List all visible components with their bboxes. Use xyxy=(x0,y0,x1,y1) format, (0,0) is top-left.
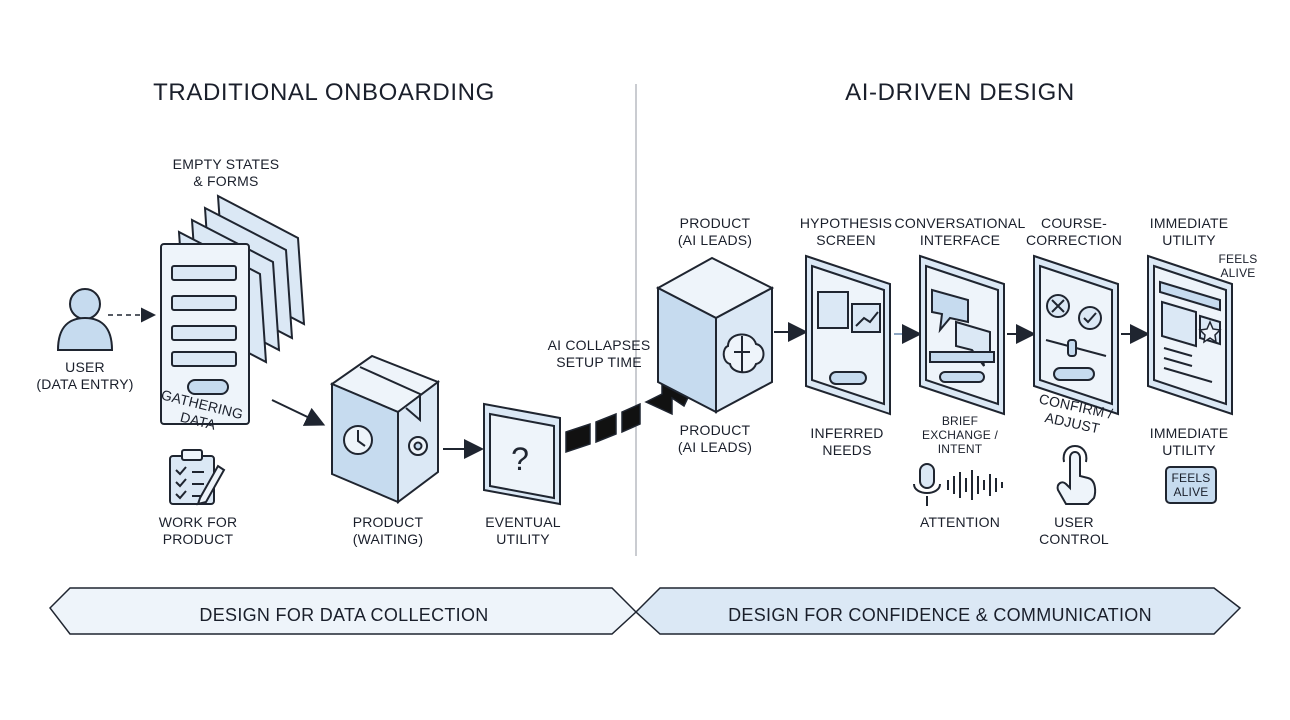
banner-data-collection: DESIGN FOR DATA COLLECTION xyxy=(199,605,489,625)
label-line: INTERFACE xyxy=(919,232,1001,248)
label-line: PRODUCT xyxy=(352,514,424,530)
label-line: INTENT xyxy=(937,442,983,456)
label-line: (AI LEADS) xyxy=(677,232,753,248)
label-product-ai-leads-top: PRODUCT (AI LEADS) xyxy=(678,215,752,249)
question-screen-icon: ? xyxy=(483,402,561,506)
title-ai-driven: AI-DRIVEN DESIGN xyxy=(845,79,1075,106)
svg-text:?: ? xyxy=(511,441,529,477)
label-line: IMMEDIATE xyxy=(1149,215,1229,231)
label-feels-alive-badge: FEELS ALIVE xyxy=(1171,471,1210,499)
label-work-for-product: WORK FOR PRODUCT xyxy=(159,514,238,548)
clipboard-checklist-icon xyxy=(169,449,226,506)
course-correction-screen-icon xyxy=(1033,254,1119,416)
microphone-icon xyxy=(913,463,941,506)
label-line: (AI LEADS) xyxy=(677,439,753,455)
label-line: CORRECTION xyxy=(1025,232,1123,248)
label-line: SCREEN xyxy=(816,232,876,248)
label-empty-states: EMPTY STATES & FORMS xyxy=(173,156,280,190)
star-icon xyxy=(1198,320,1222,344)
label-hypothesis-screen: HYPOTHESIS SCREEN xyxy=(800,215,892,249)
chat-screen-icon xyxy=(919,254,1005,416)
label-line: (WAITING) xyxy=(352,531,424,547)
banner-right-shape xyxy=(634,587,1242,635)
label-line: UTILITY xyxy=(1162,232,1216,248)
label-line: SETUP TIME xyxy=(556,354,642,370)
label-ai-collapses: AI COLLAPSES SETUP TIME xyxy=(548,337,651,371)
label-line: WORK FOR xyxy=(158,514,238,530)
label-product-ai-leads-bottom: PRODUCT (AI LEADS) xyxy=(678,422,752,456)
label-line: CONTROL xyxy=(1039,531,1109,547)
banner-confidence-communication: DESIGN FOR CONFIDENCE & COMMUNICATION xyxy=(728,605,1152,625)
title-traditional: TRADITIONAL ONBOARDING xyxy=(153,79,495,106)
label-attention: ATTENTION xyxy=(919,514,1001,530)
label-line: NEEDS xyxy=(822,442,872,458)
label-line: USER xyxy=(1054,514,1094,530)
label-line: USER xyxy=(65,359,105,375)
brain-cube-icon xyxy=(655,256,775,414)
label-line: FEELS xyxy=(1171,471,1211,485)
label-line: EMPTY STATES xyxy=(172,156,280,172)
label-line: EXCHANGE / xyxy=(921,428,999,442)
label-course-correction: COURSE- CORRECTION xyxy=(1026,215,1122,249)
label-user-data-entry: USER (DATA ENTRY) xyxy=(36,359,133,393)
label-line: PRODUCT xyxy=(162,531,234,547)
label-line: BRIEF xyxy=(941,414,979,428)
label-line: UTILITY xyxy=(1162,442,1216,458)
label-immediate-utility-bottom: IMMEDIATE UTILITY xyxy=(1150,425,1229,459)
label-feels-alive-top: FEELS ALIVE xyxy=(1218,252,1257,280)
label-product-waiting: PRODUCT (WAITING) xyxy=(353,514,424,548)
sound-wave-icon xyxy=(947,470,1003,500)
label-inferred-needs: INFERRED NEEDS xyxy=(810,425,883,459)
hypothesis-screen-icon xyxy=(805,254,891,416)
label-line: (DATA ENTRY) xyxy=(36,376,134,392)
label-line: INFERRED xyxy=(810,425,884,441)
user-icon xyxy=(56,288,114,351)
form-stack-icon xyxy=(160,194,306,425)
label-line: COURSE- xyxy=(1041,215,1107,231)
box-clock-gear-icon xyxy=(329,354,441,504)
label-line: CONVERSATIONAL xyxy=(894,215,1026,231)
label-line: EVENTUAL xyxy=(485,514,561,530)
label-line: ALIVE xyxy=(1220,266,1256,280)
label-line: AI COLLAPSES xyxy=(547,337,651,353)
label-brief-exchange: BRIEF EXCHANGE / INTENT xyxy=(922,414,998,456)
label-line: UTILITY xyxy=(496,531,550,547)
forms-to-box-arrow xyxy=(271,399,326,426)
label-eventual-utility: EVENTUAL UTILITY xyxy=(485,514,561,548)
label-line: PRODUCT xyxy=(679,215,751,231)
label-conversational-interface: CONVERSATIONAL INTERFACE xyxy=(895,215,1026,249)
label-immediate-utility-top: IMMEDIATE UTILITY xyxy=(1150,215,1229,249)
hand-tap-icon xyxy=(1056,444,1097,505)
label-line: & FORMS xyxy=(193,173,259,189)
label-line: PRODUCT xyxy=(679,422,751,438)
label-line: FEELS xyxy=(1218,252,1258,266)
label-line: IMMEDIATE xyxy=(1149,425,1229,441)
feels-alive-badge-box xyxy=(1165,466,1217,504)
label-user-control: USER CONTROL xyxy=(1039,514,1109,548)
label-line: HYPOTHESIS xyxy=(799,215,893,231)
label-line: ALIVE xyxy=(1173,485,1209,499)
